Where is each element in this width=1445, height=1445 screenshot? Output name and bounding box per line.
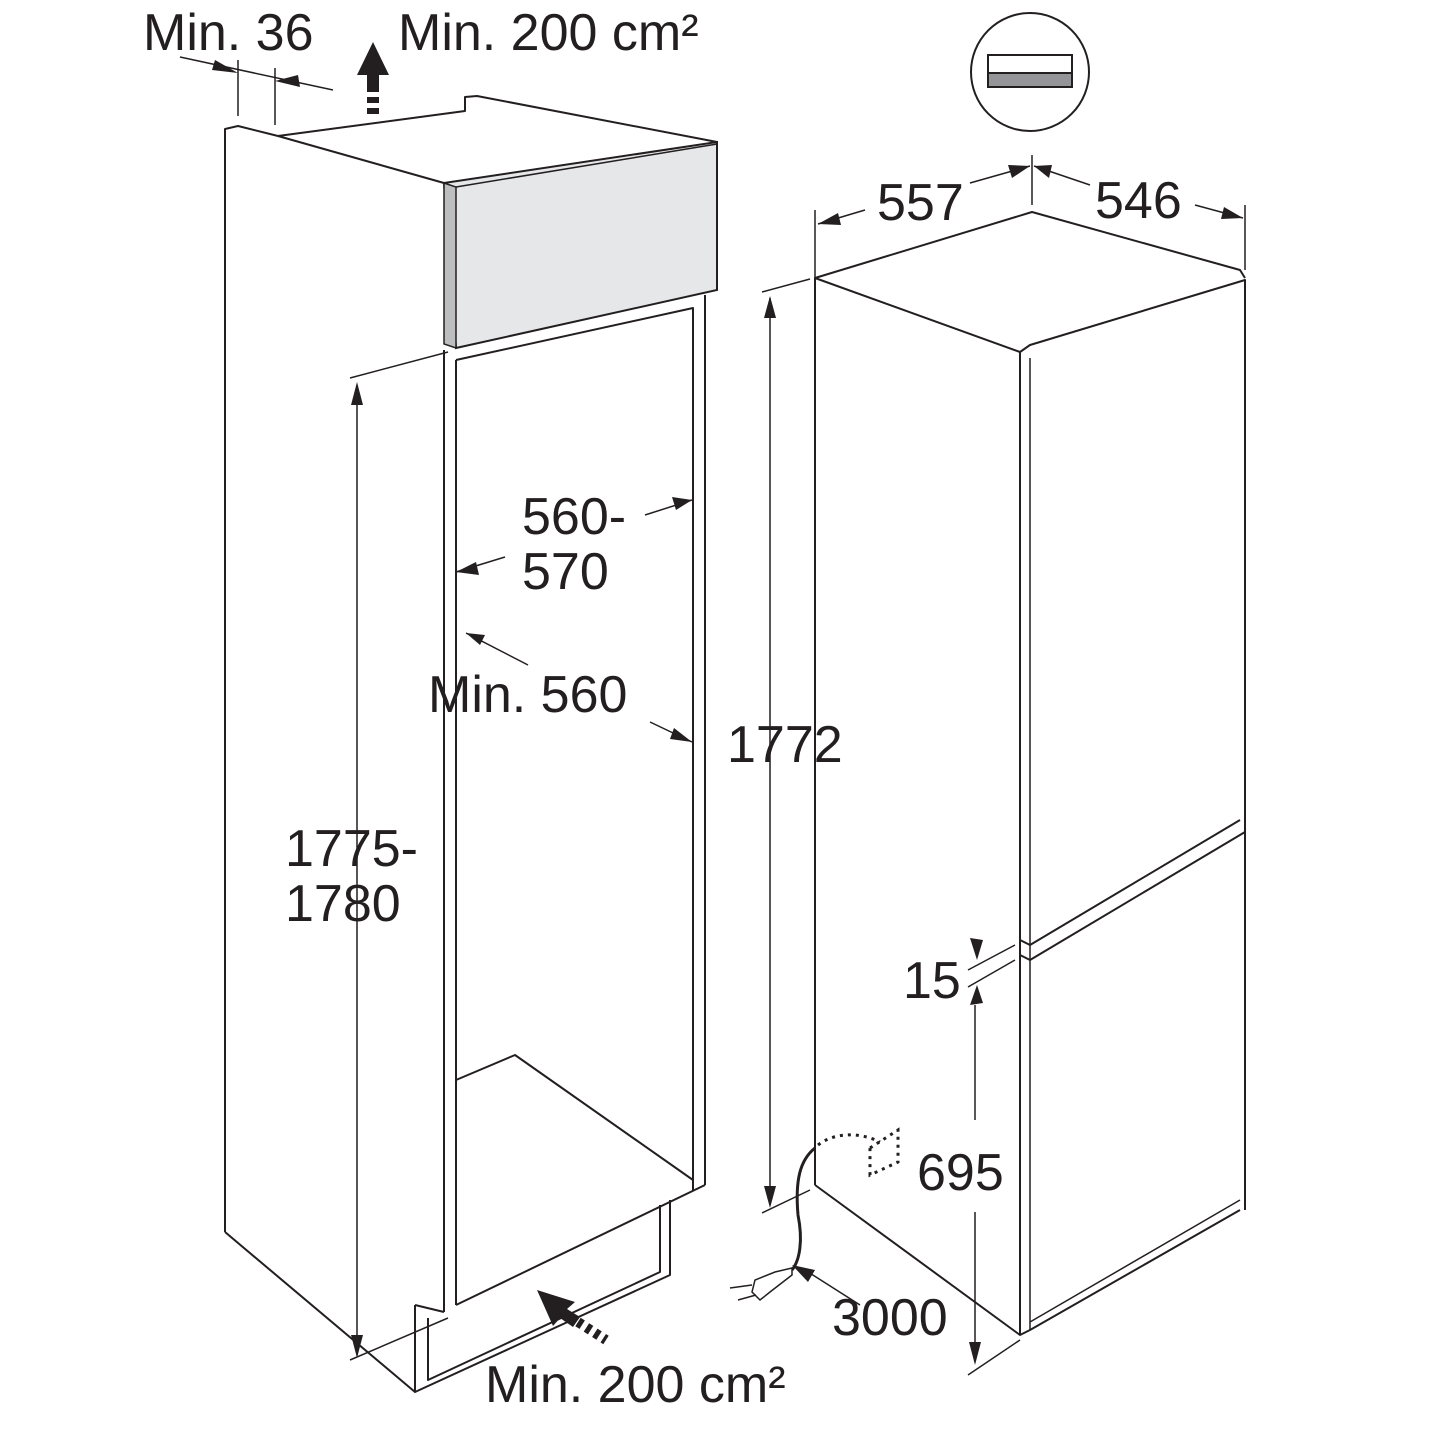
cabinet-niche <box>224 95 718 1393</box>
ventilation-arrow-icon <box>357 42 389 114</box>
appliance-height-dimension <box>761 278 811 1214</box>
niche-height-label-1: 1775- <box>285 820 418 878</box>
lower-door-height-label: 695 <box>917 1144 1004 1202</box>
min-depth-label: Min. 560 <box>428 666 627 724</box>
decor-panel <box>442 140 718 350</box>
appliance-depth-label: 546 <box>1095 172 1182 230</box>
appliance-width-label: 557 <box>877 174 964 232</box>
ventilation-arrow-icon <box>537 1290 609 1345</box>
mounting-type-icon <box>970 12 1090 132</box>
niche-width-dimension <box>455 497 693 743</box>
lower-door-height-dimension <box>967 1005 1021 1376</box>
niche-height-label-2: 1780 <box>285 875 401 933</box>
width-depth-dimension <box>814 155 1246 280</box>
power-plug-icon <box>729 1267 793 1302</box>
cable-length-label: 3000 <box>832 1289 948 1347</box>
top-clearance-label: Min. 36 <box>143 4 314 62</box>
door-gap-label: 15 <box>903 952 961 1010</box>
niche-width-label-2: 570 <box>522 543 609 601</box>
niche-height-dimension <box>349 351 449 1361</box>
door-gap-dimension <box>967 938 1016 1005</box>
niche-width-label-1: 560- <box>522 488 626 546</box>
bottom-vent-label: Min. 200 cm² <box>485 1356 786 1414</box>
appliance-height-label: 1772 <box>727 716 843 774</box>
power-cable <box>790 1127 900 1271</box>
appliance <box>814 211 1246 1336</box>
top-clearance-dimension <box>179 56 334 125</box>
top-vent-label: Min. 200 cm² <box>398 4 699 62</box>
cable-length-arrow <box>792 1265 861 1306</box>
